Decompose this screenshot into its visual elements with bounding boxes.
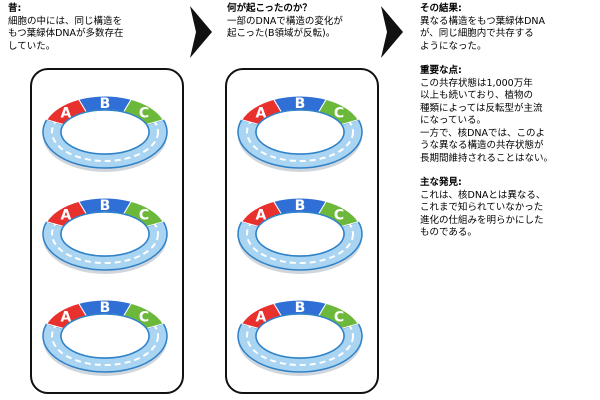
segment-label-c: C <box>334 105 344 121</box>
important-line: この共存状態は1,000万年 <box>420 77 533 89</box>
dna-ring: A B C <box>42 197 168 274</box>
finding-heading: 主な発見: <box>420 177 462 188</box>
dna-ring: A B C <box>42 299 168 376</box>
ring-hole <box>255 109 345 155</box>
col2-line: 起こった(B領域が反転)。 <box>227 28 336 39</box>
arrow-right-icon <box>381 6 403 58</box>
result-heading: その結果: <box>420 3 462 14</box>
col3-text: その結果: 異なる構造をもつ葉緑体DNA が、同じ細胞内で共存する ようになった… <box>420 3 553 240</box>
col2-heading: 何が起こったのか？ <box>227 3 312 14</box>
important-line: うな異なる構造の共存状態が <box>420 140 544 151</box>
result-line: ようになった。 <box>420 40 487 52</box>
segment-label-a: A <box>61 309 72 325</box>
col1-line: もつ葉緑体DNAが多数存在 <box>8 28 124 39</box>
dna-ring: A B C <box>42 95 168 172</box>
ring-stripe <box>246 102 354 162</box>
segment-label-c: C <box>139 105 149 121</box>
segment-label-b: B <box>295 96 306 112</box>
dna-ring: A B C <box>237 95 363 172</box>
finding-line: これは、核DNAとは異なる、 <box>420 189 546 201</box>
ring-stripe <box>51 306 159 366</box>
finding-line: ものである。 <box>420 227 477 238</box>
segment-label-b: B <box>100 198 111 214</box>
col1-text: 昔: 細胞の中には、同じ構造を もつ葉緑体DNAが多数存在 していた。 <box>8 3 124 53</box>
ring-hole <box>255 211 345 257</box>
segment-label-a: A <box>256 207 267 223</box>
segment-label-b: B <box>100 300 111 316</box>
arrow-right-icon <box>190 6 212 58</box>
segment-label-a: A <box>256 105 267 121</box>
segment-label-a: A <box>61 105 72 121</box>
important-line: になっている。 <box>420 115 487 126</box>
finding-line: 進化の仕組みを明らかにした <box>420 214 544 226</box>
dna-ring: A B C <box>237 299 363 376</box>
ring-stripe <box>51 102 159 162</box>
col1-line: 細胞の中には、同じ構造を <box>8 15 123 27</box>
segment-label-a: A <box>61 207 72 223</box>
result-line: 異なる構造をもつ葉緑体DNA <box>420 15 546 27</box>
important-heading: 重要な点: <box>420 65 462 76</box>
dna-ring: A B C <box>237 197 363 274</box>
col1-line: していた。 <box>8 40 56 52</box>
ring-hole <box>255 313 345 359</box>
result-line: が、同じ細胞内で共存する <box>420 28 534 39</box>
segment-label-b: B <box>295 198 306 214</box>
important-line: 長期間維持されることはない。 <box>420 152 554 164</box>
ring-stripe <box>246 204 354 264</box>
segment-label-b: B <box>100 96 111 112</box>
ring-hole <box>60 313 150 359</box>
col2-line: 一部のDNAで構造の変化が <box>227 15 343 27</box>
ring-hole <box>60 211 150 257</box>
segment-label-c: C <box>334 207 344 223</box>
ring-hole <box>60 109 150 155</box>
ring-stripe <box>246 306 354 366</box>
important-line: 種類によっては反転型が主流 <box>420 102 543 114</box>
ring-stripe <box>51 204 159 264</box>
important-line: 一方で、核DNAでは、このよ <box>420 127 546 139</box>
col1-heading: 昔: <box>8 3 22 14</box>
segment-label-c: C <box>334 309 344 325</box>
important-line: 以上も続いており、植物の <box>420 90 534 101</box>
segment-label-a: A <box>256 309 267 325</box>
segment-label-c: C <box>139 309 149 325</box>
segment-label-c: C <box>139 207 149 223</box>
segment-label-b: B <box>295 300 306 316</box>
col2-text: 何が起こったのか？ 一部のDNAで構造の変化が 起こった(B領域が反転)。 <box>227 3 343 41</box>
finding-line: これまで知られていなかった <box>420 202 544 213</box>
